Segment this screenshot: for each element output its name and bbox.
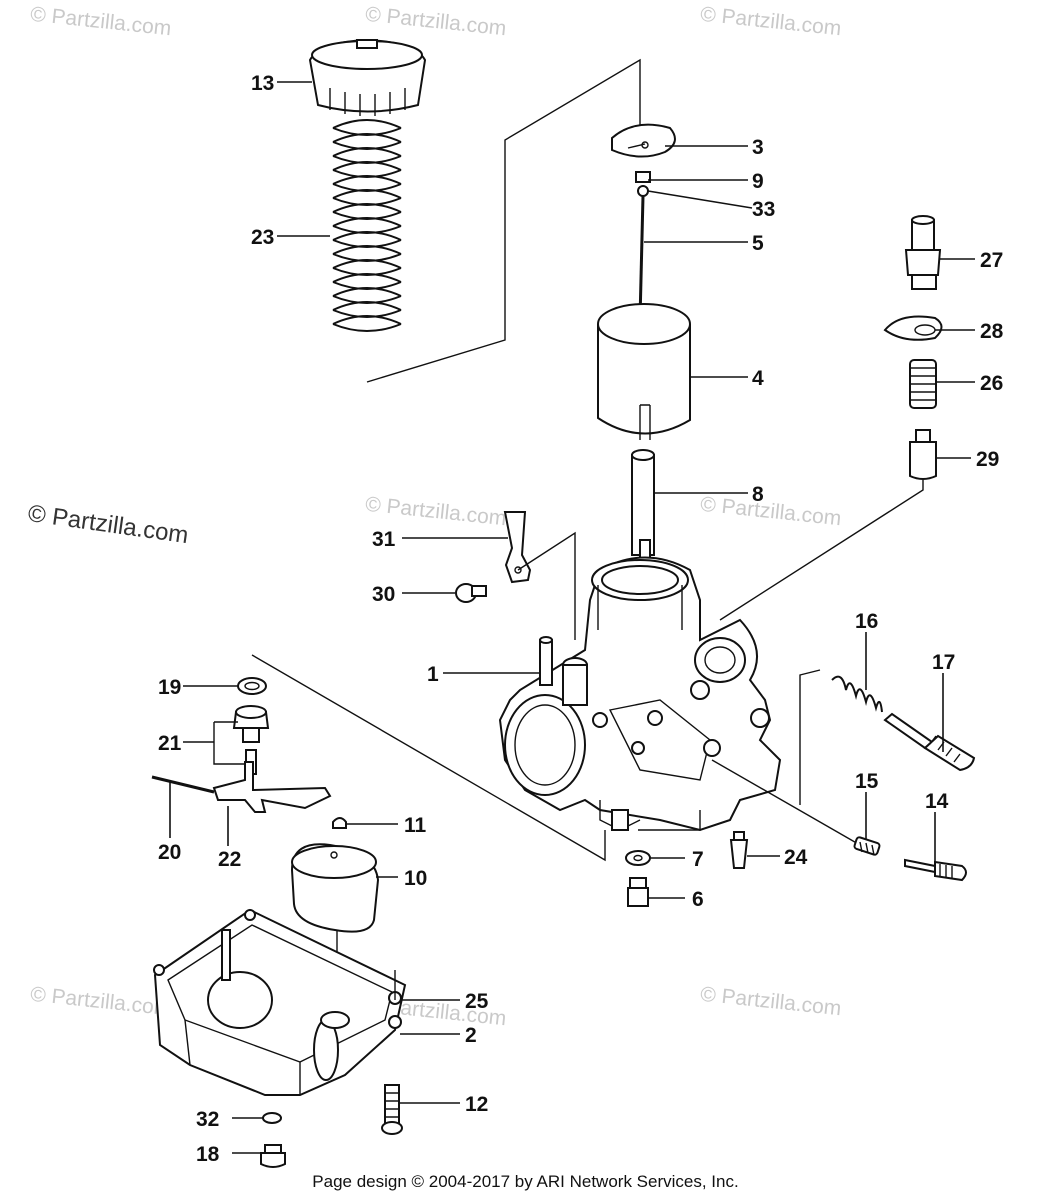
cap-part-13 <box>308 38 427 116</box>
float-bowl-part-2 <box>153 908 407 1096</box>
carburetor-body-part-1 <box>498 556 782 832</box>
spring-part-23 <box>332 119 402 332</box>
callout-8: 8 <box>752 483 764 506</box>
callout-5: 5 <box>752 232 764 255</box>
washer-part-19 <box>237 677 267 695</box>
callout-29: 29 <box>976 448 999 471</box>
callout-21: 21 <box>158 732 182 755</box>
callout-12: 12 <box>465 1093 488 1116</box>
callout-9: 9 <box>752 170 764 193</box>
callout-28: 28 <box>980 320 1004 343</box>
tube-part-8 <box>631 449 655 561</box>
leader-lines <box>169 81 975 1154</box>
float-part-10 <box>290 843 380 933</box>
callout-10: 10 <box>404 867 427 890</box>
callout-11: 11 <box>404 814 427 837</box>
jet-part-24 <box>729 831 749 869</box>
callout-23: 23 <box>251 226 274 249</box>
callout-17: 17 <box>932 651 955 674</box>
screw-part-12 <box>381 1084 403 1135</box>
assembly-line <box>517 531 576 640</box>
callout-7: 7 <box>692 848 704 871</box>
callout-33: 33 <box>752 198 775 221</box>
callout-4: 4 <box>752 367 764 390</box>
assembly-line <box>366 58 641 383</box>
callout-27: 27 <box>980 249 1003 272</box>
slide-part-4 <box>597 303 691 440</box>
callout-18: 18 <box>196 1143 220 1166</box>
assembly-line <box>719 480 924 621</box>
callout-2: 2 <box>465 1024 477 1047</box>
spring-part-15 <box>853 836 881 856</box>
jet-part-6 <box>627 877 649 907</box>
callout-6: 6 <box>692 888 704 911</box>
callout-30: 30 <box>372 583 395 606</box>
assembly-line <box>711 759 861 846</box>
callout-22: 22 <box>218 848 241 871</box>
screw-part-14 <box>904 858 967 882</box>
fitting-assembly <box>883 215 943 480</box>
screw-part-30 <box>455 583 487 603</box>
callout-32: 32 <box>196 1108 219 1131</box>
pin-part-20 <box>151 775 215 794</box>
pin-part-11 <box>332 817 347 829</box>
assembly-line <box>251 654 606 862</box>
callout-labels: 13 23 3 9 33 5 4 8 27 28 26 29 31 30 1 1… <box>158 72 1004 1166</box>
callout-19: 19 <box>158 676 181 699</box>
callout-14: 14 <box>925 790 949 813</box>
assembly-line <box>638 810 701 831</box>
assembly-line <box>799 669 821 805</box>
callout-1: 1 <box>427 663 439 686</box>
screw-part-17 <box>883 712 976 772</box>
callout-25: 25 <box>465 990 489 1013</box>
needle-assembly <box>611 123 676 321</box>
page-footer: Page design © 2004-2017 by ARI Network S… <box>312 1172 739 1191</box>
arm-part-22 <box>212 761 332 813</box>
callout-13: 13 <box>251 72 274 95</box>
callout-20: 20 <box>158 841 181 864</box>
callout-16: 16 <box>855 610 878 633</box>
washer-part-7 <box>625 850 651 866</box>
callout-15: 15 <box>855 770 879 793</box>
bracket-part-31 <box>503 511 532 584</box>
spring-part-16 <box>831 675 883 713</box>
callout-26: 26 <box>980 372 1003 395</box>
callout-3: 3 <box>752 136 764 159</box>
callout-bracket <box>213 721 246 765</box>
plug-part-18 <box>260 1144 286 1168</box>
callout-24: 24 <box>784 846 808 869</box>
callout-31: 31 <box>372 528 396 551</box>
washer-part-32 <box>262 1112 282 1124</box>
